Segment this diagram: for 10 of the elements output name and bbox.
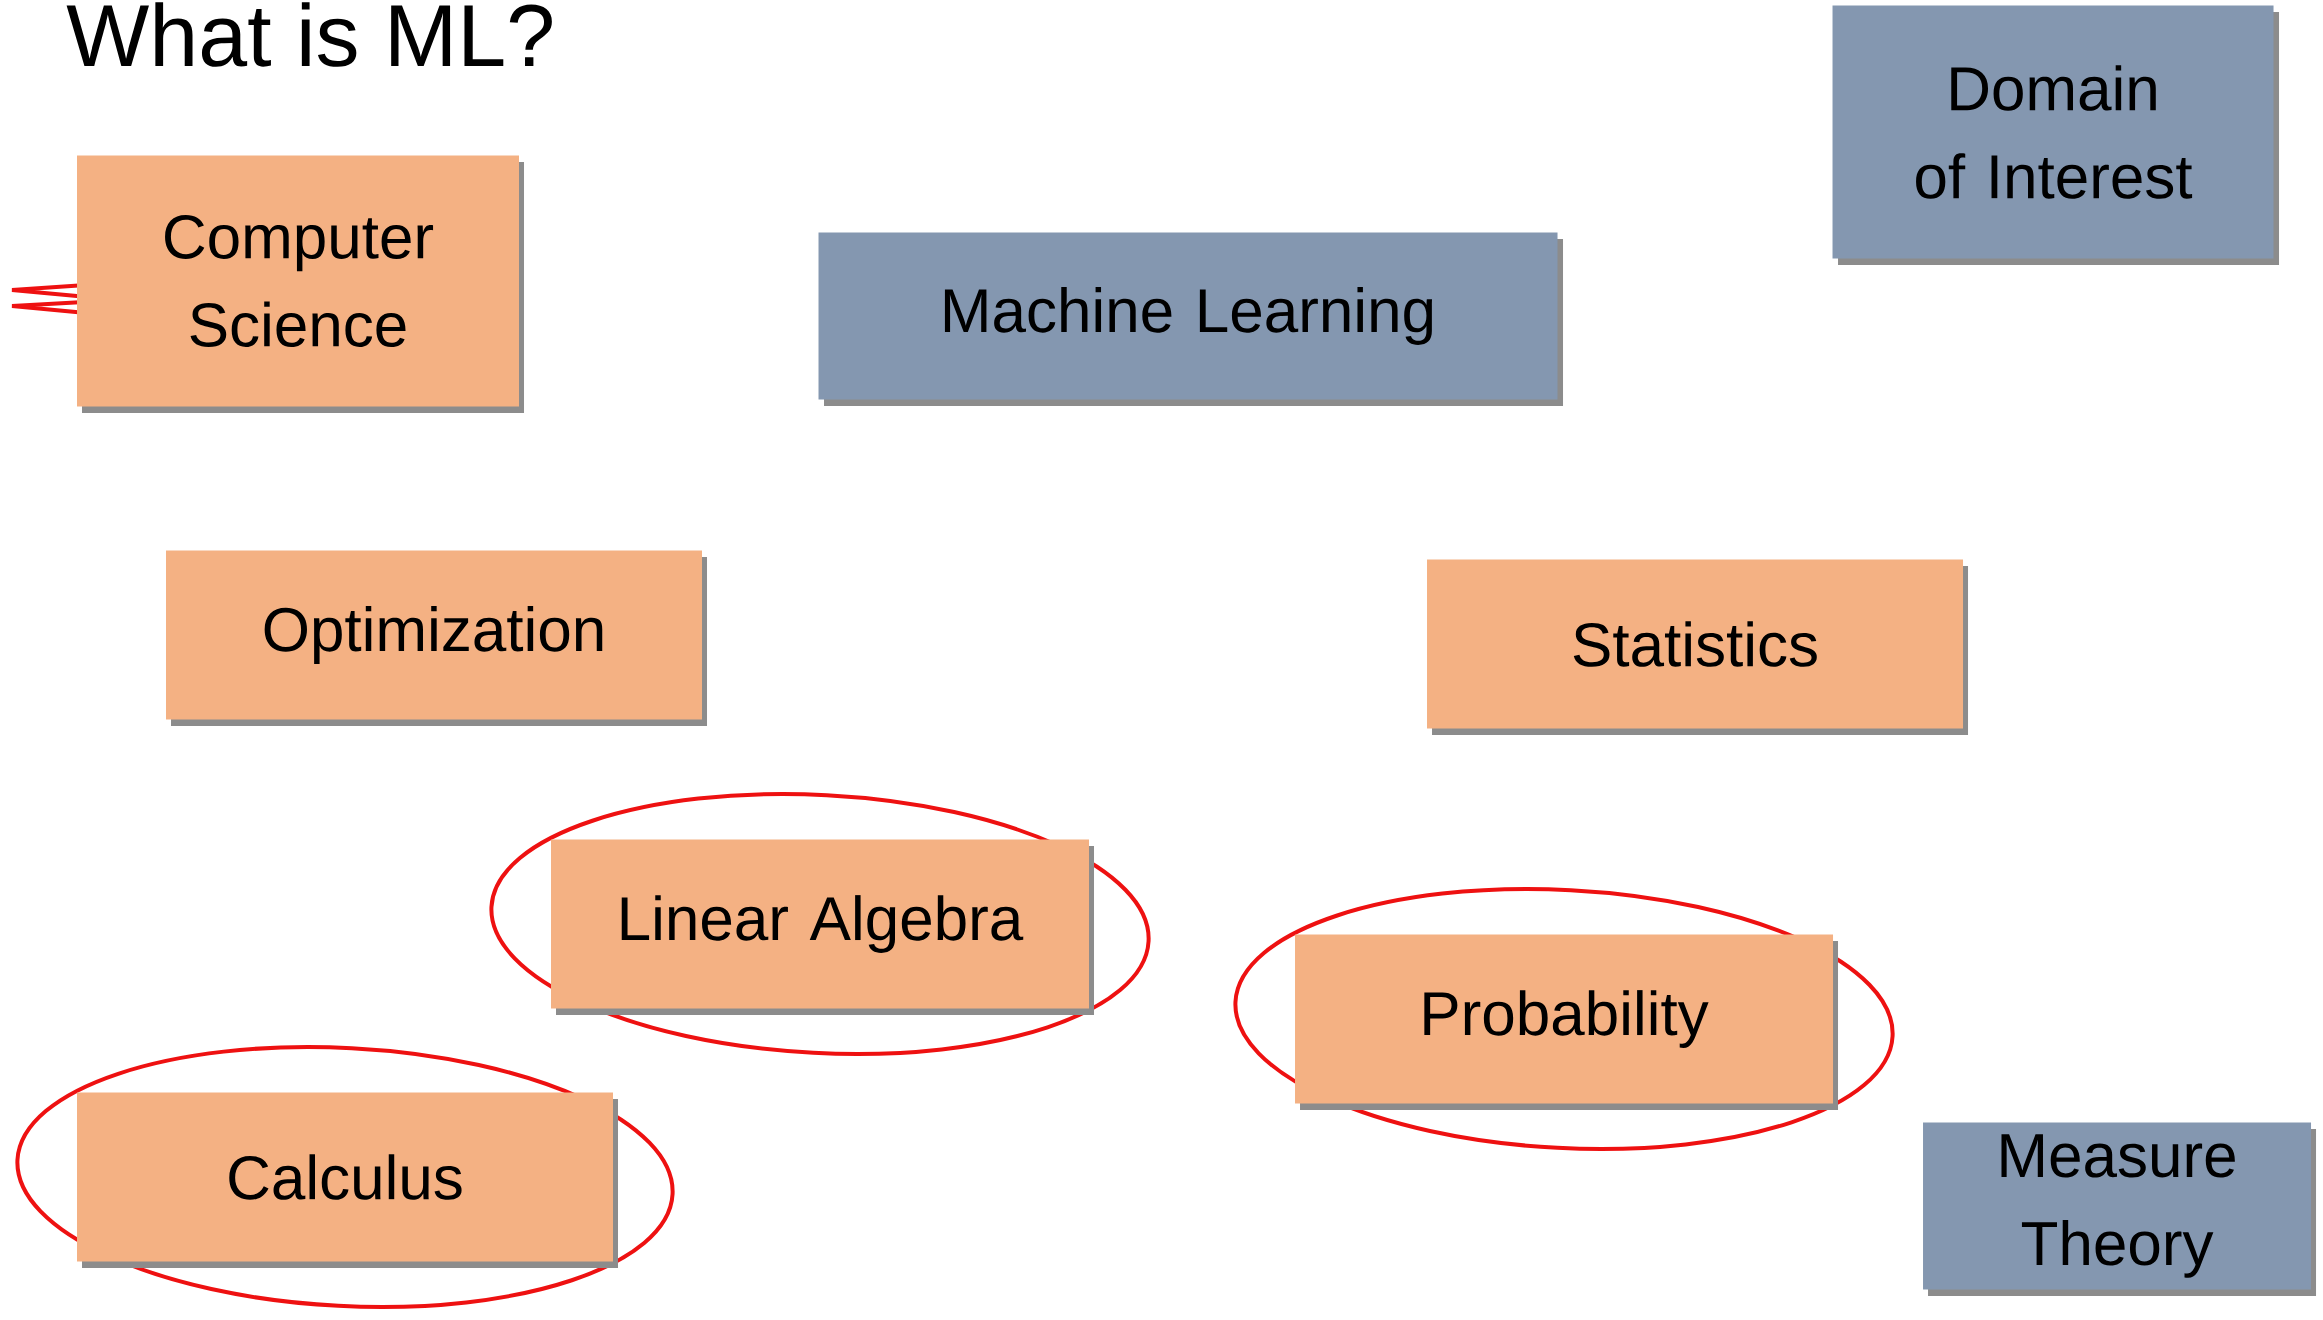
- topic-box: Measure Theory: [1923, 1122, 2317, 1296]
- title: What is ML?: [66, 2, 552, 67]
- topic-box: Optimization: [166, 550, 707, 726]
- topic-box: Machine Learning: [818, 232, 1563, 406]
- topic-box: Computer Science: [77, 155, 524, 413]
- topic-box: Statistics: [1427, 559, 1968, 735]
- topic-box: Calculus: [77, 1092, 618, 1268]
- topic-box: Probability: [1295, 934, 1838, 1110]
- topic-box: Domain of Interest: [1832, 5, 2280, 265]
- topic-box: Linear Algebra: [551, 839, 1094, 1015]
